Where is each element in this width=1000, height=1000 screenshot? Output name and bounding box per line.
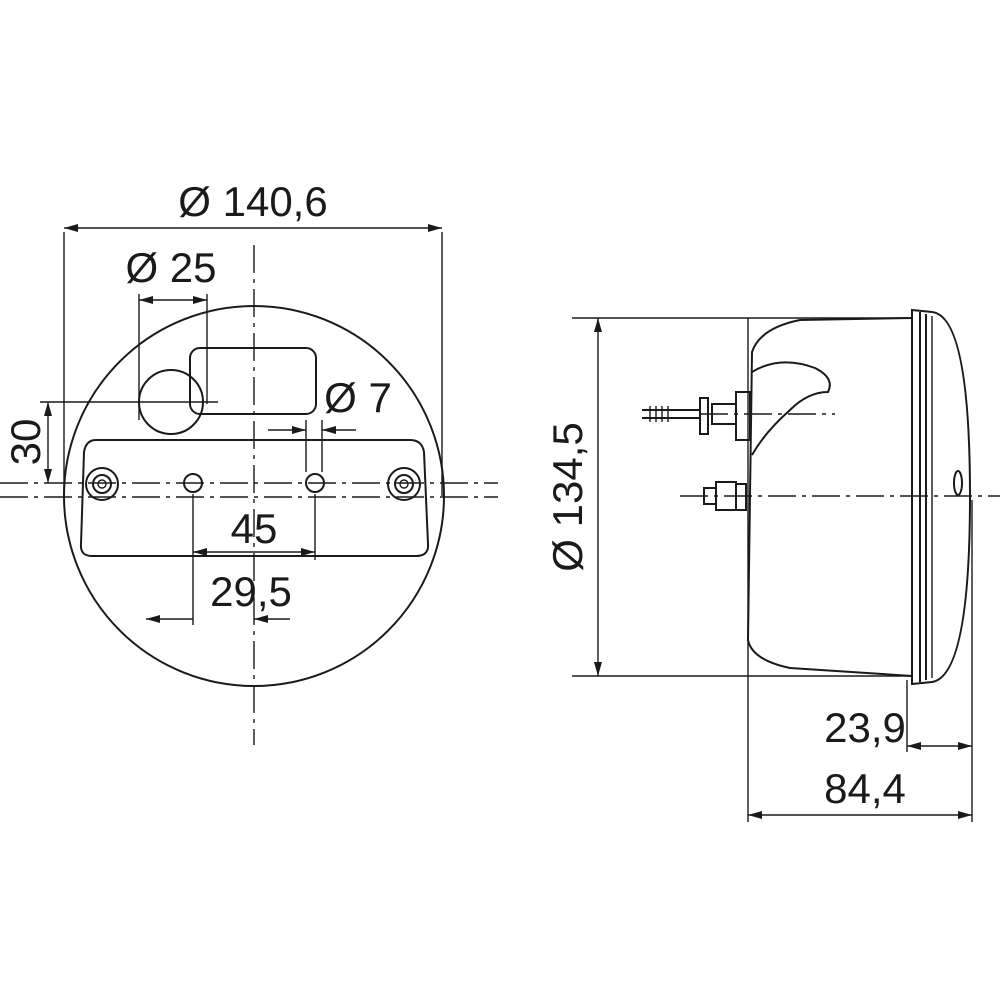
mount-hole-right <box>305 473 325 493</box>
mounting-plate <box>79 439 430 557</box>
height-offset-label: 30 <box>2 419 49 466</box>
socket-boss <box>751 361 831 456</box>
front-view: Ø 140,6 Ø 25 Ø 7 30 45 29,5 <box>0 178 498 745</box>
hole-spacing-label: 45 <box>231 505 278 552</box>
outer-diameter-label: Ø 140,6 <box>178 178 327 225</box>
light-window <box>189 347 317 415</box>
hole-diameter-label: Ø 25 <box>125 244 216 291</box>
ground-stud <box>703 481 747 511</box>
left-screw <box>85 467 119 501</box>
right-screw <box>387 467 421 501</box>
housing-body-side <box>746 317 913 677</box>
cable-connector <box>642 391 751 441</box>
hole-offset-label: 29,5 <box>210 568 292 615</box>
total-depth-label: 84,4 <box>824 765 906 812</box>
mount-hole-diameter-label: Ø 7 <box>324 374 392 421</box>
housing-outline <box>63 305 445 687</box>
mount-hole-left <box>183 473 203 493</box>
side-view: Ø 134,5 23,9 84,4 <box>544 308 1000 822</box>
side-diameter-label: Ø 134,5 <box>544 422 591 571</box>
lens-depth-label: 23,9 <box>824 704 906 751</box>
vent-hole <box>953 470 963 496</box>
